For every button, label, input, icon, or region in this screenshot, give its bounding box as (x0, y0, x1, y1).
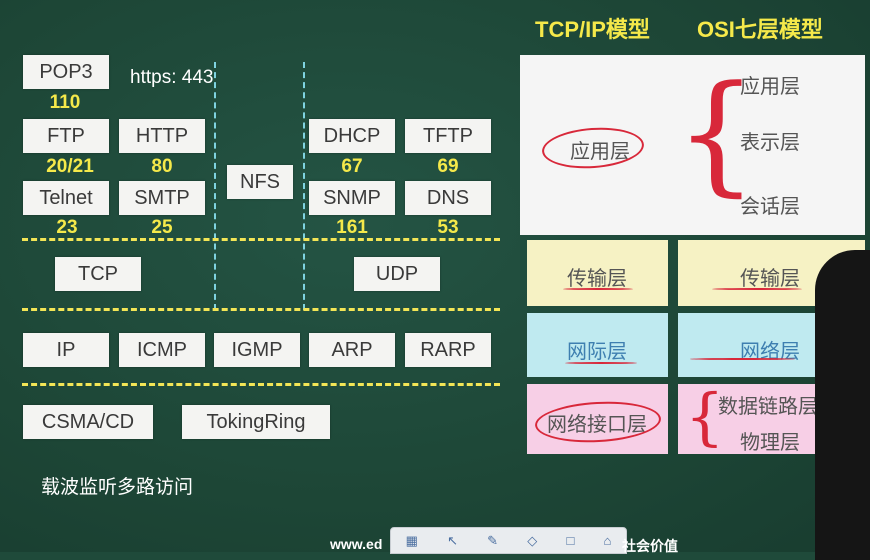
ip-box: IP (23, 333, 109, 367)
internet-underline-left (565, 362, 637, 364)
ftp-port: 20/21 (46, 156, 94, 177)
tcpip-application-layer: 应用层 (570, 141, 630, 163)
dns-box: DNS (405, 181, 491, 215)
divider-app-transport (22, 238, 500, 241)
footer-suffix: 社会价值 (622, 538, 678, 554)
tcpip-transport-layer: 传输层 (567, 268, 627, 290)
ftp-box: FTP (23, 119, 109, 153)
osi-presentation-layer: 表示层 (740, 132, 800, 154)
icmp-box: ICMP (119, 333, 205, 367)
igmp-box: IGMP (214, 333, 300, 367)
snmp-box: SNMP (309, 181, 395, 215)
vertical-divider-left (214, 62, 216, 310)
pop3-port: 110 (49, 92, 81, 113)
dhcp-box: DHCP (309, 119, 395, 153)
interface-layer-panel-left (527, 384, 668, 454)
network-underline-right (690, 358, 795, 360)
nfs-box: NFS (227, 165, 293, 199)
footer-site: www.ed (330, 536, 383, 552)
pen-icon[interactable]: ✎ (487, 532, 499, 548)
csmacd-box: CSMA/CD (23, 405, 153, 439)
tcpip-internet-layer: 网际层 (567, 341, 627, 363)
transport-layer-panel-left (527, 240, 668, 306)
application-layer-panel (520, 55, 865, 235)
osi-transport-layer: 传输层 (740, 268, 800, 290)
snmp-port: 161 (336, 217, 368, 238)
presenter-silhouette (815, 250, 870, 560)
dns-port: 53 (437, 217, 459, 238)
eraser-icon[interactable]: ◇ (527, 532, 538, 548)
dhcp-port: 67 (341, 156, 363, 177)
transport-underline-left (563, 288, 633, 290)
tftp-box: TFTP (405, 119, 491, 153)
tcp-box: TCP (55, 257, 141, 291)
pop3-box: POP3 (23, 55, 109, 89)
transport-underline-right (712, 288, 802, 290)
tftp-port: 69 (437, 156, 459, 177)
arp-box: ARP (309, 333, 395, 367)
toolbar-icon-5[interactable]: □ (566, 533, 575, 548)
https-note: https: 443 (130, 67, 214, 88)
osi-session-layer: 会话层 (740, 196, 800, 218)
curly-brace: { (675, 57, 758, 209)
rarp-box: RARP (405, 333, 491, 367)
divider-transport-internet (22, 308, 500, 311)
tcpip-interface-layer: 网络接口层 (547, 414, 647, 436)
telnet-box: Telnet (23, 181, 109, 215)
tokenring-box: TokingRing (182, 405, 330, 439)
osi-physical-layer: 物理层 (740, 432, 800, 454)
osi-application-layer: 应用层 (740, 76, 800, 98)
http-box: HTTP (119, 119, 205, 153)
smtp-port: 25 (151, 217, 173, 238)
csma-explanation: 载波监听多路访问 (41, 477, 194, 498)
internet-layer-panel-left (527, 313, 668, 377)
osi-model-heading: OSI七层模型 (697, 17, 823, 42)
http-port: 80 (151, 156, 173, 177)
toolbar-icon-1[interactable]: ▦ (405, 532, 418, 548)
tcpip-model-heading: TCP/IP模型 (535, 17, 650, 42)
telnet-port: 23 (56, 217, 78, 238)
video-toolbar[interactable]: ▦ ↖ ✎ ◇ □ ⌂ (390, 527, 627, 554)
small-brace: { (685, 380, 725, 453)
toolbar-icon-6[interactable]: ⌂ (603, 533, 612, 548)
divider-internet-interface (22, 383, 500, 386)
osi-datalink-layer: 数据链路层 (718, 396, 818, 418)
vertical-divider-right (303, 62, 305, 310)
smtp-box: SMTP (119, 181, 205, 215)
udp-box: UDP (354, 257, 440, 291)
toolbar-icon-2[interactable]: ↖ (447, 532, 458, 548)
